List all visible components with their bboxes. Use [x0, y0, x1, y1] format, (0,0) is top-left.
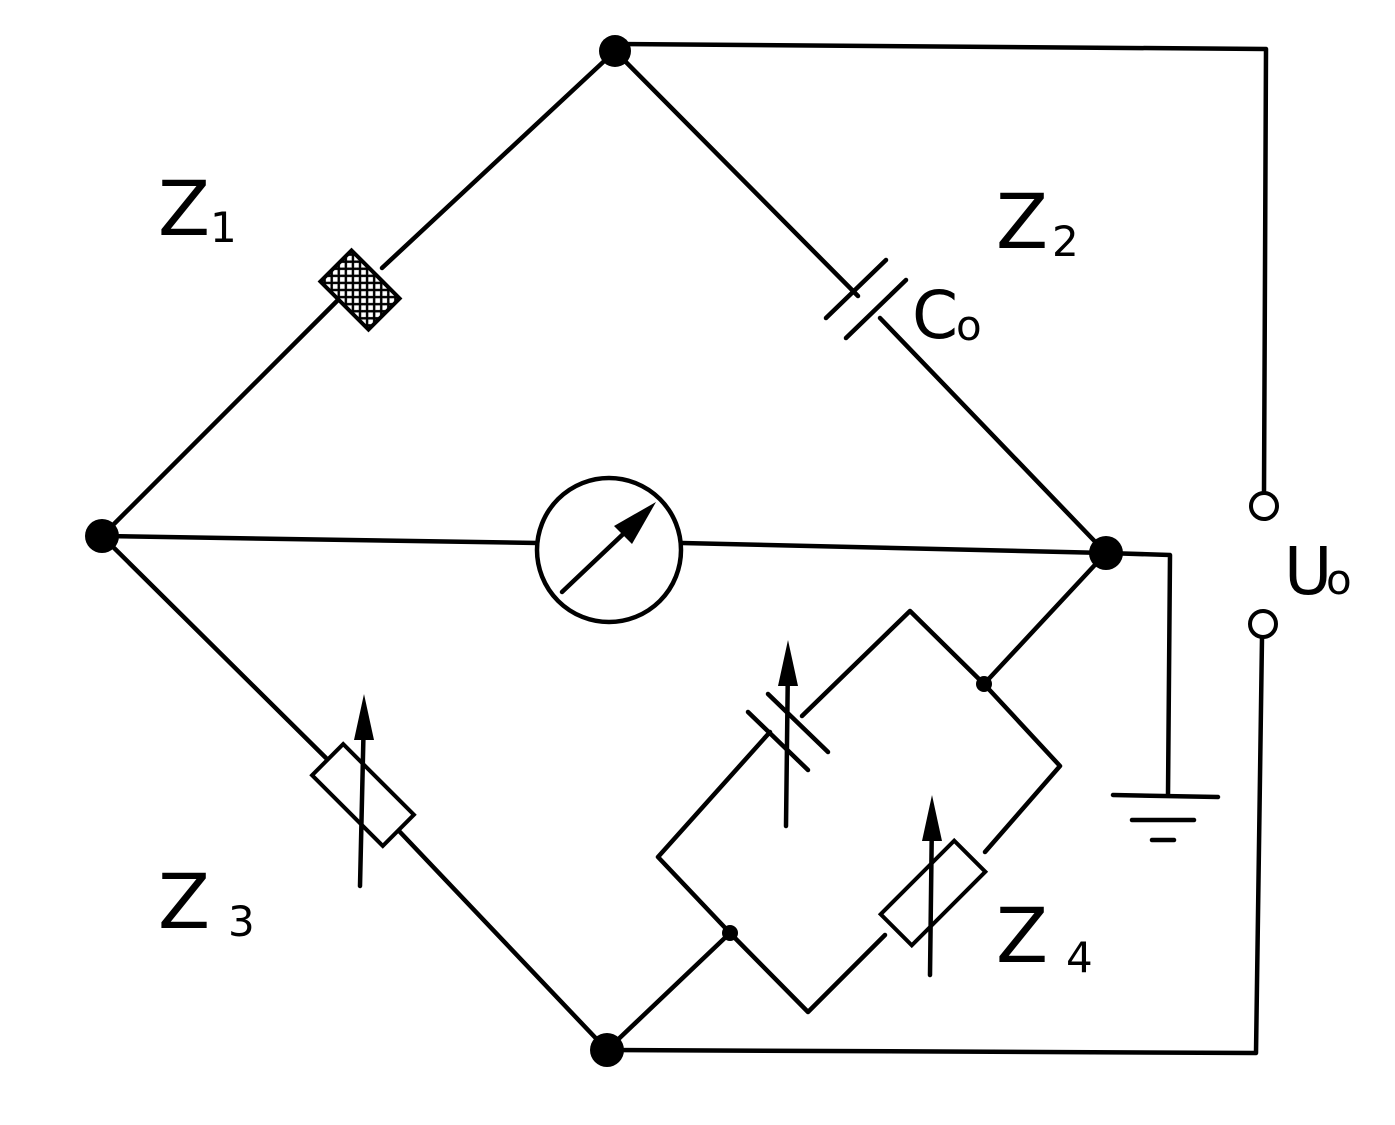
label-z3-main: Z	[158, 857, 210, 946]
node-top	[599, 35, 631, 67]
label-z2-main: Z	[996, 177, 1048, 266]
arrow-shaft-capacitor	[783, 657, 791, 829]
label-z3: Z 3	[158, 857, 255, 946]
label-z2: Z 2	[996, 177, 1079, 266]
label-z4-sub: 4	[1066, 933, 1093, 982]
arm-z4	[604, 550, 1109, 1053]
supply-wiring	[604, 41, 1279, 1056]
label-c0-sub: o	[956, 301, 982, 350]
arm-z1	[99, 48, 618, 539]
node-right	[1089, 536, 1123, 570]
terminal-bottom	[1248, 609, 1278, 639]
arrow-shaft-z4	[927, 812, 935, 978]
arrow-head-z3	[354, 694, 374, 740]
arrow-head-capacitor	[778, 640, 798, 686]
arrow-shaft-z3	[357, 709, 367, 889]
label-z3-sub: 3	[228, 897, 255, 946]
node-bottom	[590, 1033, 624, 1067]
label-z1: Z 1	[158, 164, 237, 253]
terminal-top	[1249, 491, 1279, 521]
capacitor-c0	[823, 257, 909, 341]
sensor-element-z1	[317, 247, 403, 333]
node-left	[85, 519, 119, 553]
arm-z3	[99, 533, 610, 1053]
arm-z2	[612, 48, 1109, 556]
label-z4: Z 4	[996, 891, 1093, 982]
junction-dot	[976, 676, 992, 692]
arrow-head-z4	[922, 795, 942, 841]
label-c0: C o	[912, 277, 982, 354]
label-c0-main: C	[912, 277, 958, 354]
label-u0-main: U	[1284, 533, 1332, 610]
label-z1-main: Z	[158, 164, 210, 253]
junction-dot	[722, 925, 738, 941]
label-z4-main: Z	[996, 891, 1048, 980]
label-u0: U o	[1284, 533, 1352, 610]
meter-diagonal	[99, 475, 1109, 625]
variable-capacitor	[745, 691, 831, 773]
ground-symbol	[1103, 550, 1221, 843]
meter-needle-arrowhead	[614, 502, 656, 544]
label-z2-sub: 2	[1052, 217, 1079, 266]
label-z1-sub: 1	[210, 203, 237, 252]
label-u0-sub: o	[1326, 555, 1352, 604]
